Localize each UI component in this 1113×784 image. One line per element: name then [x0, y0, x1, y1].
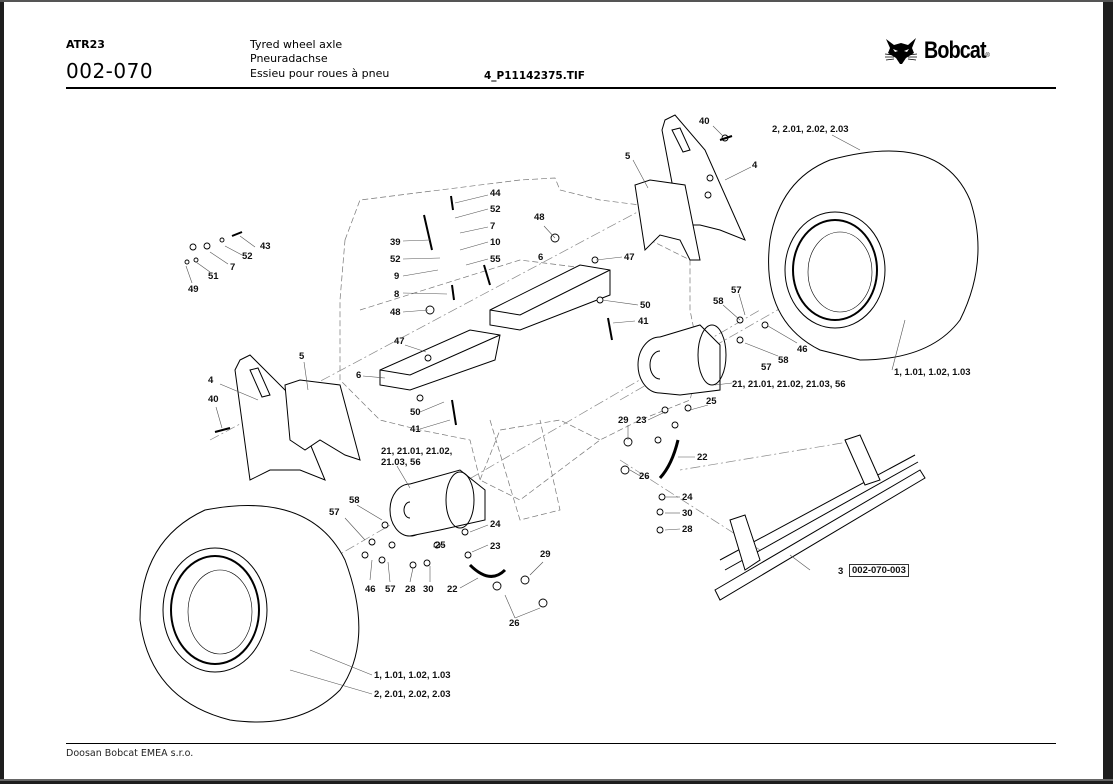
fender-plate-5-left — [284, 379, 361, 461]
callout-9: 9 — [394, 271, 400, 282]
callout-57: 57 — [329, 507, 340, 518]
callout-40: 40 — [699, 116, 710, 127]
callout-10: 10 — [490, 237, 501, 248]
fittings — [184, 134, 769, 608]
callout-52: 52 — [490, 204, 501, 215]
wheel-hub-motor-left — [389, 469, 486, 537]
callout-40: 40 — [208, 394, 219, 405]
callout-26: 26 — [639, 471, 650, 482]
section-code: 002-070 — [66, 59, 154, 83]
callout-50: 50 — [410, 407, 421, 418]
header-rule — [66, 87, 1056, 89]
title-german: Pneuradachse — [250, 52, 328, 65]
callout-8: 8 — [394, 289, 400, 300]
callout-57: 57 — [761, 362, 772, 373]
callout-21-hub-cont: 21.03, 56 — [381, 457, 421, 468]
counterweight-6-lower — [379, 329, 501, 391]
callout-25: 25 — [706, 396, 717, 407]
callout-2-tyre: 2, 2.01, 2.02, 2.03 — [772, 124, 849, 135]
title-french: Essieu pour roues à pneu — [250, 67, 390, 80]
footer-rule — [66, 743, 1056, 744]
callout-50: 50 — [640, 300, 651, 311]
callout-2-tyre: 2, 2.01, 2.02, 2.03 — [374, 689, 451, 700]
callout-44: 44 — [490, 188, 501, 199]
callout-22: 22 — [697, 452, 708, 463]
callout-46: 46 — [365, 584, 376, 595]
bolts — [214, 135, 733, 433]
callout-1-rim: 1, 1.01, 1.02, 1.03 — [894, 367, 971, 378]
callout-28: 28 — [682, 524, 693, 535]
callout-24: 24 — [490, 519, 501, 530]
bobcat-logo: Bobcat ® — [884, 36, 990, 66]
image-file-name: 4_P11142375.TIF — [484, 70, 585, 82]
callout-21-hub: 21, 21.01, 21.02, — [381, 446, 453, 457]
callout-5: 5 — [625, 151, 631, 162]
callout-26: 26 — [509, 618, 520, 629]
fender-plate-5-right — [634, 179, 701, 261]
hose-22-left — [468, 563, 507, 578]
callout-55: 55 — [490, 254, 501, 265]
callout-7: 7 — [230, 262, 236, 273]
brand-name: Bobcat — [924, 37, 987, 64]
machine-model: ATR23 — [66, 38, 105, 51]
callout-28: 28 — [405, 584, 416, 595]
callout-39: 39 — [390, 237, 401, 248]
callout-47: 47 — [394, 336, 405, 347]
callout-4: 4 — [752, 160, 758, 171]
callout-30: 30 — [682, 508, 693, 519]
wheel-hub-motor-right — [637, 324, 727, 396]
callout-51: 51 — [208, 271, 219, 282]
callout-41: 41 — [410, 424, 421, 435]
callout-52: 52 — [242, 251, 253, 262]
window-frame-top — [0, 0, 1113, 2]
callout-43: 43 — [260, 241, 271, 252]
callout-48: 48 — [390, 307, 401, 318]
hose-22-right — [658, 439, 680, 480]
callout-6: 6 — [538, 252, 544, 263]
callout-23: 23 — [490, 541, 501, 552]
callout-48: 48 — [534, 212, 545, 223]
window-frame-bottom — [0, 779, 1113, 781]
callout-47: 47 — [624, 252, 635, 263]
callout-7: 7 — [490, 221, 496, 232]
callout-57: 57 — [731, 285, 742, 296]
callout-29: 29 — [540, 549, 551, 560]
callout-6: 6 — [356, 370, 362, 381]
callout-30: 30 — [423, 584, 434, 595]
callout-5: 5 — [299, 351, 305, 362]
registered-mark: ® — [985, 53, 990, 59]
callout-leader-lines — [185, 125, 906, 695]
callout-23: 23 — [636, 415, 647, 426]
wheel-tyre-right — [768, 150, 979, 361]
callout-1-rim: 1, 1.01, 1.02, 1.03 — [374, 670, 451, 681]
callout-57: 57 — [385, 584, 396, 595]
callout-25: 25 — [435, 540, 446, 551]
callout-58: 58 — [349, 495, 360, 506]
callout-22: 22 — [447, 584, 458, 595]
bobcat-head-icon — [884, 38, 918, 64]
callout-29: 29 — [618, 415, 629, 426]
callout-41: 41 — [638, 316, 649, 327]
callout-58: 58 — [713, 296, 724, 307]
callout-58: 58 — [778, 355, 789, 366]
callout-21-hub: 21, 21.01, 21.02, 21.03, 56 — [732, 379, 846, 390]
callout-46: 46 — [797, 344, 808, 355]
title-english: Tyred wheel axle — [250, 38, 343, 51]
wheel-tyre-left — [139, 505, 360, 723]
callout-3: 3 — [838, 566, 844, 577]
callout-24: 24 — [682, 492, 693, 503]
callout-49: 49 — [188, 284, 199, 295]
callout-4: 4 — [208, 375, 214, 386]
cross-reference-link[interactable]: 002-070-003 — [849, 564, 909, 577]
callout-52: 52 — [390, 254, 401, 265]
footer-company: Doosan Bobcat EMEA s.r.o. — [66, 748, 194, 759]
hydraulic-pipe-bar-3 — [714, 434, 926, 601]
counterweight-6-upper — [489, 264, 611, 331]
